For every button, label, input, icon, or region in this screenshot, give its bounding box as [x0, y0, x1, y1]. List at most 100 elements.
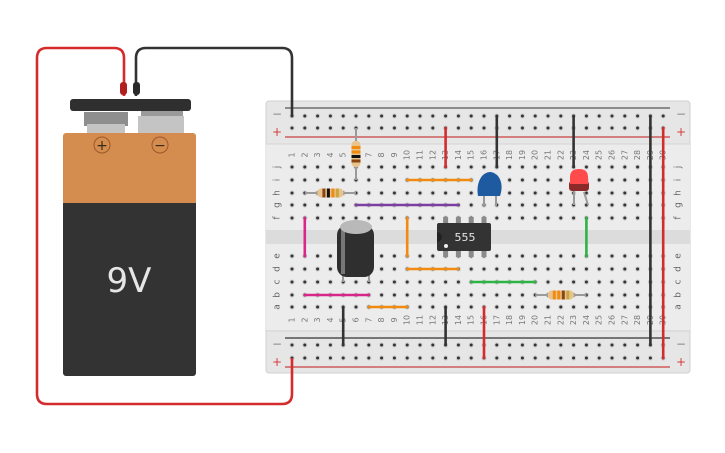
- hole-j14[interactable]: [456, 165, 460, 169]
- rail-hole-bm-3[interactable]: [316, 343, 320, 347]
- hole-e1[interactable]: [290, 254, 294, 258]
- rail-hole-bp-27[interactable]: [623, 356, 627, 360]
- hole-j1[interactable]: [290, 165, 294, 169]
- hole-d1[interactable]: [290, 267, 294, 271]
- hole-i8[interactable]: [380, 178, 384, 182]
- hole-b8[interactable]: [380, 293, 384, 297]
- rail-hole-tp-21[interactable]: [546, 126, 550, 130]
- hole-i9[interactable]: [392, 178, 396, 182]
- hole-g3[interactable]: [316, 203, 320, 207]
- rail-hole-tm-3[interactable]: [316, 114, 320, 118]
- hole-e26[interactable]: [610, 254, 614, 258]
- rail-hole-tm-28[interactable]: [636, 114, 640, 118]
- hole-g5[interactable]: [341, 203, 345, 207]
- hole-a22[interactable]: [559, 305, 563, 309]
- hole-g2[interactable]: [303, 203, 307, 207]
- rail-hole-bp-14[interactable]: [456, 356, 460, 360]
- rail-hole-bm-26[interactable]: [610, 343, 614, 347]
- rail-hole-tp-16[interactable]: [482, 126, 486, 130]
- hole-b10[interactable]: [405, 293, 409, 297]
- hole-f22[interactable]: [559, 216, 563, 220]
- hole-f28[interactable]: [636, 216, 640, 220]
- rail-hole-bp-15[interactable]: [469, 356, 473, 360]
- resistor-r3-horizontal[interactable]: [535, 290, 587, 300]
- hole-j26[interactable]: [610, 165, 614, 169]
- hole-i21[interactable]: [546, 178, 550, 182]
- hole-g22[interactable]: [559, 203, 563, 207]
- hole-a11[interactable]: [418, 305, 422, 309]
- resistor-r2-horizontal[interactable]: [304, 188, 356, 198]
- rail-hole-tp-7[interactable]: [367, 126, 371, 130]
- rail-hole-tp-20[interactable]: [533, 126, 537, 130]
- rail-hole-tp-27[interactable]: [623, 126, 627, 130]
- hole-b11[interactable]: [418, 293, 422, 297]
- hole-a15[interactable]: [469, 305, 473, 309]
- led-red[interactable]: [569, 169, 589, 206]
- hole-j4[interactable]: [328, 165, 332, 169]
- hole-h15[interactable]: [469, 191, 473, 195]
- rail-hole-tm-2[interactable]: [303, 114, 307, 118]
- hole-a23[interactable]: [572, 305, 576, 309]
- rail-hole-bp-9[interactable]: [392, 356, 396, 360]
- rail-hole-tm-4[interactable]: [328, 114, 332, 118]
- hole-a21[interactable]: [546, 305, 550, 309]
- hole-e19[interactable]: [520, 254, 524, 258]
- hole-f4[interactable]: [328, 216, 332, 220]
- hole-e8[interactable]: [380, 254, 384, 258]
- hole-b12[interactable]: [431, 293, 435, 297]
- hole-j20[interactable]: [533, 165, 537, 169]
- hole-d23[interactable]: [572, 267, 576, 271]
- hole-a6[interactable]: [354, 305, 358, 309]
- rail-hole-tm-16[interactable]: [482, 114, 486, 118]
- rail-hole-tp-9[interactable]: [392, 126, 396, 130]
- rail-hole-bm-21[interactable]: [546, 343, 550, 347]
- hole-a24[interactable]: [584, 305, 588, 309]
- rail-hole-bm-25[interactable]: [597, 343, 601, 347]
- hole-h22[interactable]: [559, 191, 563, 195]
- hole-d8[interactable]: [380, 267, 384, 271]
- rail-hole-tm-6[interactable]: [354, 114, 358, 118]
- hole-f7[interactable]: [367, 216, 371, 220]
- hole-c3[interactable]: [316, 280, 320, 284]
- hole-c28[interactable]: [636, 280, 640, 284]
- hole-c22[interactable]: [559, 280, 563, 284]
- rail-hole-bp-18[interactable]: [508, 356, 512, 360]
- hole-a14[interactable]: [456, 305, 460, 309]
- hole-d26[interactable]: [610, 267, 614, 271]
- rail-hole-tm-5[interactable]: [341, 114, 345, 118]
- hole-d18[interactable]: [508, 267, 512, 271]
- hole-h14[interactable]: [456, 191, 460, 195]
- rail-hole-bm-4[interactable]: [328, 343, 332, 347]
- rail-hole-tm-18[interactable]: [508, 114, 512, 118]
- hole-j3[interactable]: [316, 165, 320, 169]
- hole-c6[interactable]: [354, 280, 358, 284]
- hole-e25[interactable]: [597, 254, 601, 258]
- rail-hole-tp-1[interactable]: [290, 126, 294, 130]
- rail-hole-tp-25[interactable]: [597, 126, 601, 130]
- hole-a19[interactable]: [520, 305, 524, 309]
- rail-hole-bm-7[interactable]: [367, 343, 371, 347]
- hole-h21[interactable]: [546, 191, 550, 195]
- hole-h10[interactable]: [405, 191, 409, 195]
- hole-h8[interactable]: [380, 191, 384, 195]
- hole-e28[interactable]: [636, 254, 640, 258]
- rail-hole-bp-29[interactable]: [648, 356, 652, 360]
- rail-hole-tm-12[interactable]: [431, 114, 435, 118]
- hole-j8[interactable]: [380, 165, 384, 169]
- rail-hole-bm-17[interactable]: [495, 343, 499, 347]
- hole-j11[interactable]: [418, 165, 422, 169]
- hole-d27[interactable]: [623, 267, 627, 271]
- hole-d4[interactable]: [328, 267, 332, 271]
- hole-f25[interactable]: [597, 216, 601, 220]
- rail-hole-bp-17[interactable]: [495, 356, 499, 360]
- hole-e22[interactable]: [559, 254, 563, 258]
- hole-b15[interactable]: [469, 293, 473, 297]
- hole-j9[interactable]: [392, 165, 396, 169]
- hole-f19[interactable]: [520, 216, 524, 220]
- hole-d3[interactable]: [316, 267, 320, 271]
- rail-hole-bp-24[interactable]: [584, 356, 588, 360]
- hole-h18[interactable]: [508, 191, 512, 195]
- hole-i25[interactable]: [597, 178, 601, 182]
- rail-hole-tp-19[interactable]: [520, 126, 524, 130]
- rail-hole-tp-11[interactable]: [418, 126, 422, 130]
